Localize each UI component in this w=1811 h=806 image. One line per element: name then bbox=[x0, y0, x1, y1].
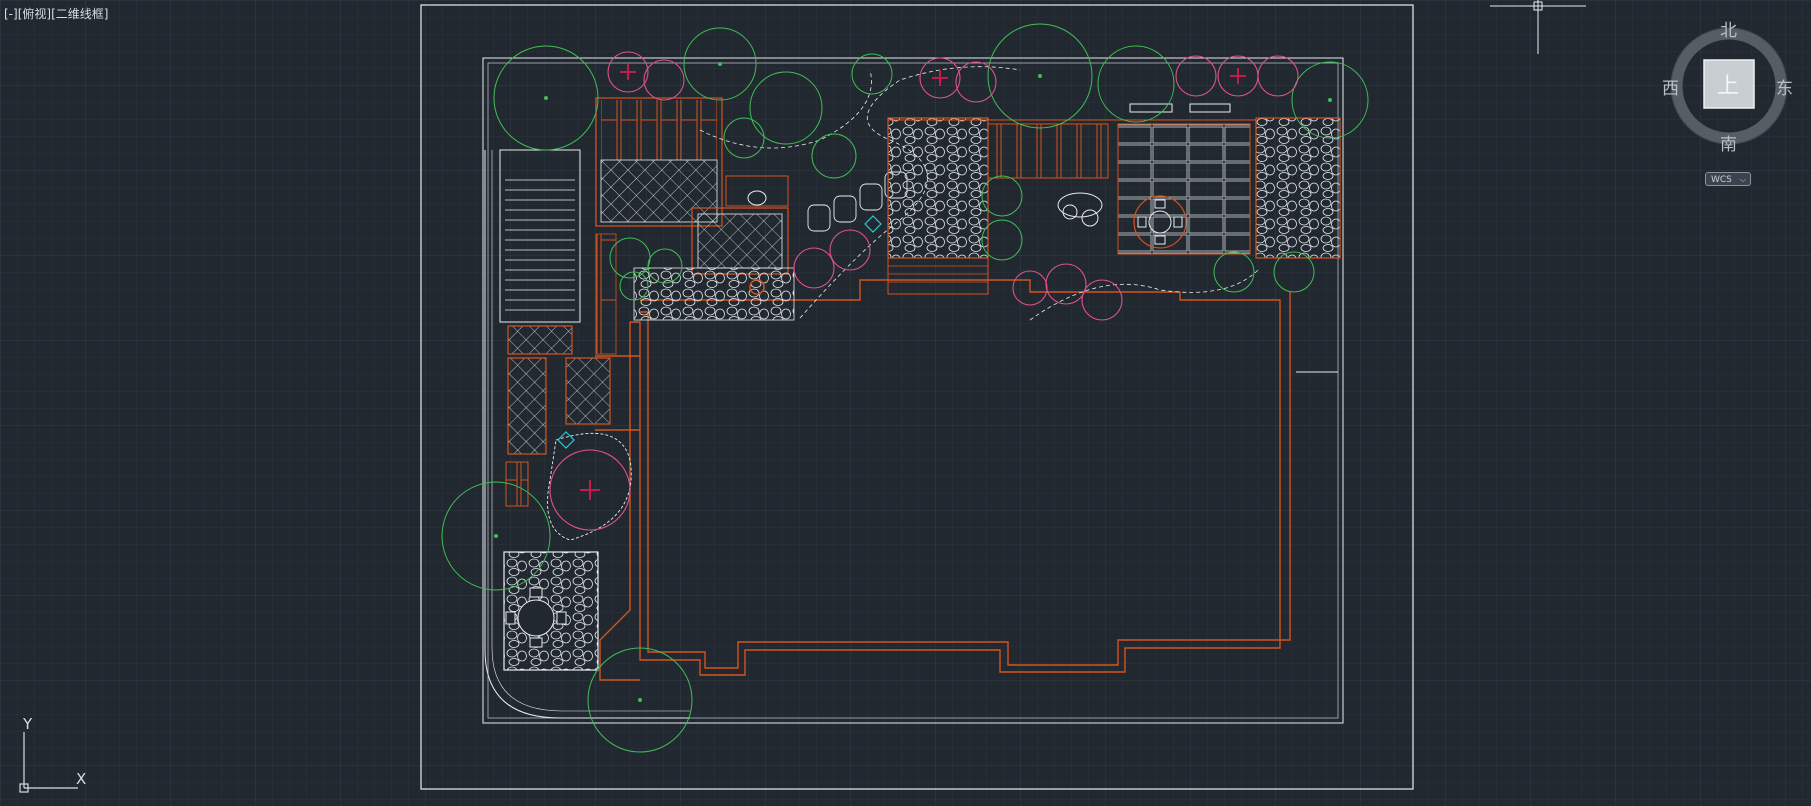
viewcube-icon[interactable] bbox=[1670, 27, 1788, 145]
compass-west[interactable]: 西 bbox=[1662, 79, 1679, 99]
ucs-x-label: X bbox=[76, 770, 87, 788]
water-feature bbox=[691, 175, 789, 275]
trees-green bbox=[441, 23, 1369, 753]
compass-south[interactable]: 南 bbox=[1720, 135, 1737, 155]
ucs-y-label: Y bbox=[23, 715, 33, 733]
site-boundary-inner bbox=[487, 62, 1339, 719]
garden-ornament bbox=[1057, 192, 1103, 227]
pergola bbox=[595, 97, 723, 227]
shrub-centers bbox=[580, 64, 1246, 500]
west-curved-wall-inner bbox=[491, 150, 690, 712]
viewport-controls: [-][俯视][二维线框] bbox=[4, 5, 108, 22]
viewport-control-menu[interactable]: [-] bbox=[4, 7, 18, 21]
rock-garden bbox=[633, 267, 795, 321]
benches bbox=[1129, 103, 1231, 113]
view-menu[interactable]: [俯视] bbox=[17, 7, 52, 21]
patio-table-set bbox=[1133, 195, 1187, 249]
wcs-menu[interactable]: WCS ⌵ bbox=[1705, 172, 1751, 186]
wcs-label: WCS bbox=[1711, 175, 1732, 185]
visual-style-menu[interactable]: [二维线框] bbox=[51, 7, 109, 21]
lantern bbox=[749, 279, 765, 295]
ucs-axis-icon bbox=[19, 732, 78, 793]
west-curved-wall bbox=[484, 150, 690, 719]
sheet-outer-frame bbox=[420, 4, 1414, 790]
building-footprint bbox=[595, 279, 1291, 681]
compass-north[interactable]: 北 bbox=[1720, 21, 1737, 41]
tree-centers bbox=[494, 62, 1332, 702]
crosshair-cursor-icon bbox=[1490, 0, 1586, 54]
site-boundary bbox=[482, 57, 1344, 724]
viewcube-top-face[interactable]: 上 bbox=[1717, 74, 1740, 99]
chevron-down-icon: ⌵ bbox=[1739, 175, 1746, 184]
compass-east[interactable]: 东 bbox=[1776, 79, 1793, 99]
shrubs-pink bbox=[549, 51, 1299, 531]
pebble-dining-patio bbox=[503, 551, 599, 671]
lighting-markers bbox=[557, 215, 882, 449]
